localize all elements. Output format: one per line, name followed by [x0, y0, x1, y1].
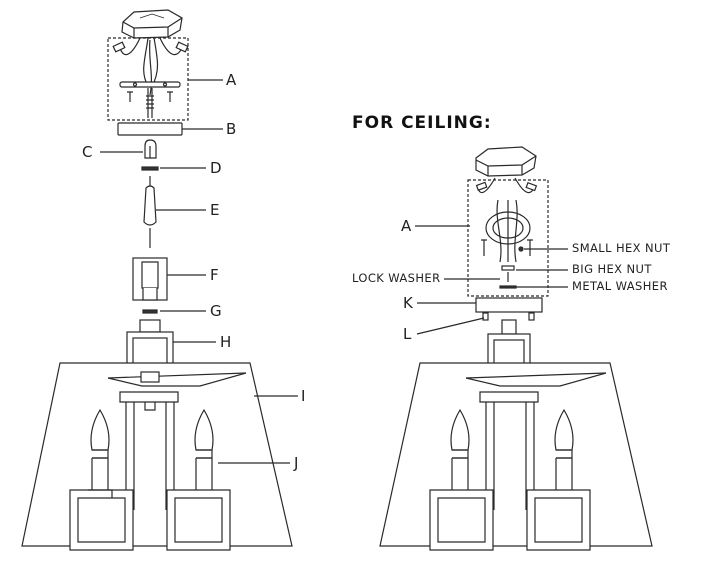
callout-b: B: [226, 120, 237, 138]
label-metal-washer: METAL WASHER: [572, 279, 668, 293]
callout-l: L: [403, 325, 412, 343]
callout-k: K: [403, 294, 413, 312]
left-canopy-assembly: [107, 9, 189, 121]
label-big-hex-nut: BIG HEX NUT: [572, 262, 652, 276]
callout-c: C: [82, 143, 93, 161]
callout-f: F: [210, 266, 219, 284]
callout-a-right: A: [401, 217, 412, 235]
for-ceiling-heading: FOR CEILING:: [352, 113, 492, 133]
callout-g: G: [210, 302, 222, 320]
callout-i: I: [301, 387, 306, 405]
callout-e: E: [210, 201, 220, 219]
callout-a-left: A: [226, 71, 237, 89]
label-small-hex-nut: SMALL HEX NUT: [572, 241, 671, 255]
canopy: [117, 122, 183, 136]
callout-j: J: [294, 454, 299, 472]
lamp-shade: [21, 362, 293, 547]
callout-h: H: [220, 333, 232, 351]
label-lock-washer: LOCK WASHER: [352, 271, 441, 285]
callout-d: D: [210, 159, 222, 177]
